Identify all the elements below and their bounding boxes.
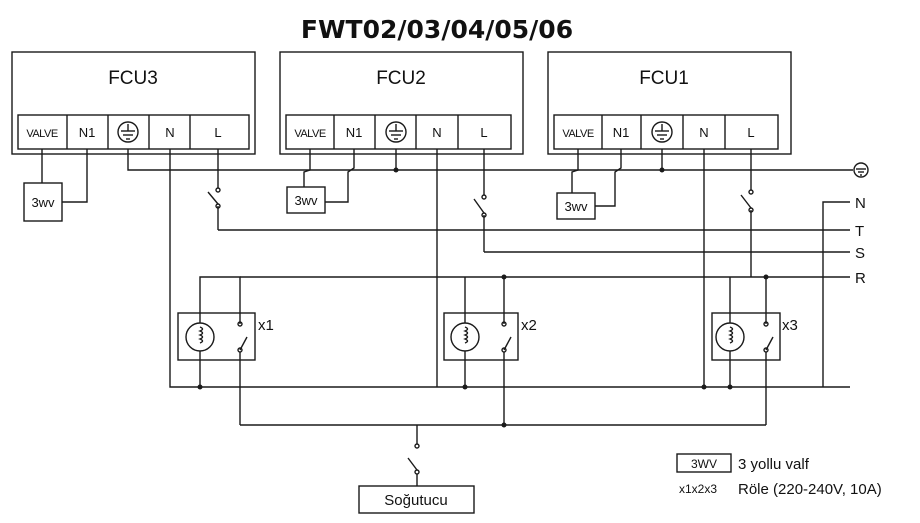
fcu1-terminal-n1: N1 <box>613 125 630 140</box>
relay-label-x3: x3 <box>782 317 798 334</box>
fcu2-terminal-l: L <box>480 125 487 140</box>
cooler-label: Soğutucu <box>384 492 447 509</box>
legend-key-relay: x1x2x3 <box>679 482 717 496</box>
fcu2-ground-icon <box>385 121 407 143</box>
thermostat-switch-fcu3 <box>207 187 221 209</box>
relay-wiring <box>199 276 767 428</box>
fcu3-terminal-valve: VALVE <box>26 128 57 140</box>
fcu1-unit: FCU1 VALVE N1 N L <box>547 51 792 155</box>
fcu1-terminal-valve: VALVE <box>562 128 593 140</box>
fcu2-terminal-valve: VALVE <box>294 128 325 140</box>
fcu3-terminal-l: L <box>214 125 221 140</box>
fcu2-unit: FCU2 VALVE N1 N L <box>279 51 524 155</box>
fcu3-ground-icon <box>117 121 139 143</box>
fcu1-terminal-n: N <box>699 125 708 140</box>
legend-key-3wv: 3WV <box>691 457 717 471</box>
fcu3-terminal-n1: N1 <box>79 125 96 140</box>
fcu3-label: FCU3 <box>108 68 158 89</box>
fcu1-label: FCU1 <box>639 68 689 89</box>
supply-lines: N T S R <box>218 195 866 287</box>
fcu3-unit: FCU3 VALVE N1 N L <box>11 51 256 155</box>
fcu2-terminal-n: N <box>432 125 441 140</box>
line-label-n: N <box>855 195 866 212</box>
fcu3-terminal-n: N <box>165 125 174 140</box>
valve-wiring <box>41 149 622 207</box>
fcu1-ground-icon <box>651 121 673 143</box>
line-label-s: S <box>855 245 865 262</box>
svg-text:3wv: 3wv <box>31 195 55 210</box>
neutral-bus <box>169 149 850 390</box>
diagram-title: FWT02/03/04/05/06 <box>301 15 573 44</box>
relay-label-x1: x1 <box>258 317 274 334</box>
legend: 3WV 3 yollu valf x1x2x3 Röle (220-240V, … <box>676 453 882 498</box>
legend-text-relay: Röle (220-240V, 10A) <box>738 481 882 498</box>
valve-3wv-fcu1: 3wv <box>556 192 596 220</box>
control-wiring <box>217 149 752 277</box>
fcu2-label: FCU2 <box>376 68 426 89</box>
relay-x1: x1 <box>177 312 274 361</box>
fcu1-terminal-l: L <box>747 125 754 140</box>
relay-label-x2: x2 <box>521 317 537 334</box>
cooler-box: Soğutucu <box>358 485 475 514</box>
valve-3wv-fcu2: 3wv <box>286 186 326 214</box>
svg-text:3wv: 3wv <box>564 199 588 214</box>
fcu2-terminal-n1: N1 <box>346 125 363 140</box>
line-label-t: T <box>855 223 864 240</box>
thermostat-switch-fcu1 <box>740 189 754 213</box>
line-label-r: R <box>855 270 866 287</box>
relay-x3: x3 <box>711 312 798 361</box>
relay-x2: x2 <box>443 312 537 361</box>
thermostat-switch-fcu2 <box>473 194 487 218</box>
ground-symbol-icon <box>853 162 869 178</box>
legend-text-3wv: 3 yollu valf <box>738 456 810 473</box>
svg-text:3wv: 3wv <box>294 193 318 208</box>
cooler-wiring <box>407 425 420 486</box>
ground-bus <box>127 149 869 178</box>
valve-3wv-fcu3: 3wv <box>23 182 63 222</box>
